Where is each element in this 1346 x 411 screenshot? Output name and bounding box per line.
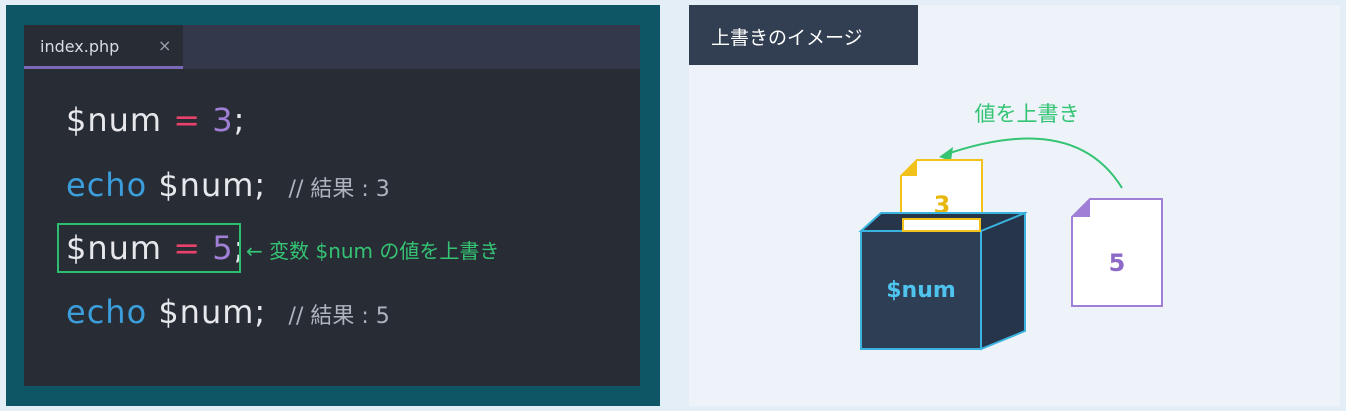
code-number: 3 xyxy=(212,101,234,139)
code-operator: = xyxy=(173,101,202,139)
highlight-box xyxy=(57,223,241,273)
box-label: $num xyxy=(886,278,956,303)
card-fold-icon xyxy=(1072,199,1090,217)
variable-box: $num xyxy=(858,211,1028,351)
code-var: $num; xyxy=(158,293,267,331)
code-keyword: echo xyxy=(66,293,148,331)
diagram-title: 上書きのイメージ xyxy=(711,27,863,49)
code-var: $num xyxy=(66,229,163,267)
diagram-title-bar: 上書きのイメージ xyxy=(689,5,918,65)
tab-label: index.php xyxy=(40,37,120,56)
overwrite-arrow xyxy=(943,137,1123,189)
overwrite-annotation: ← 変数 $num の値を上書き xyxy=(246,239,500,263)
code-var: $num xyxy=(66,101,163,139)
code-comment: // 結果 : 5 xyxy=(288,304,390,329)
code-line-1: $num = 3; xyxy=(66,101,245,139)
close-icon[interactable]: × xyxy=(158,36,172,55)
code-var: $num; xyxy=(158,166,267,204)
code-line-2: echo $num; // 結果 : 3 xyxy=(66,166,390,204)
code-keyword: echo xyxy=(66,166,148,204)
code-editor: index.php × $num = 3; echo $num; // 結果 :… xyxy=(24,25,640,386)
card-fold-icon xyxy=(901,160,917,176)
overwrite-diagram: 上書きのイメージ 値を上書き 3 $num 5 xyxy=(689,5,1340,406)
diagram-graphic: 値を上書き 3 $num 5 xyxy=(858,102,1163,351)
new-value: 5 xyxy=(1109,249,1126,277)
new-value-card: 5 xyxy=(1071,198,1163,307)
code-number: 5 xyxy=(212,229,234,267)
code-editor-panel: index.php × $num = 3; echo $num; // 結果 :… xyxy=(6,5,660,406)
arrow-label: 値を上書き xyxy=(975,102,1080,126)
code-semicolon: ; xyxy=(233,101,246,139)
tab-bar: index.php × xyxy=(24,25,640,69)
tab-index-php[interactable]: index.php × xyxy=(24,25,183,69)
code-line-3: $num = 5; xyxy=(66,229,245,267)
code-comment: // 結果 : 3 xyxy=(288,177,390,202)
code-operator: = xyxy=(173,229,202,267)
arrow-head-icon xyxy=(939,147,953,161)
code-line-4: echo $num; // 結果 : 5 xyxy=(66,293,390,331)
